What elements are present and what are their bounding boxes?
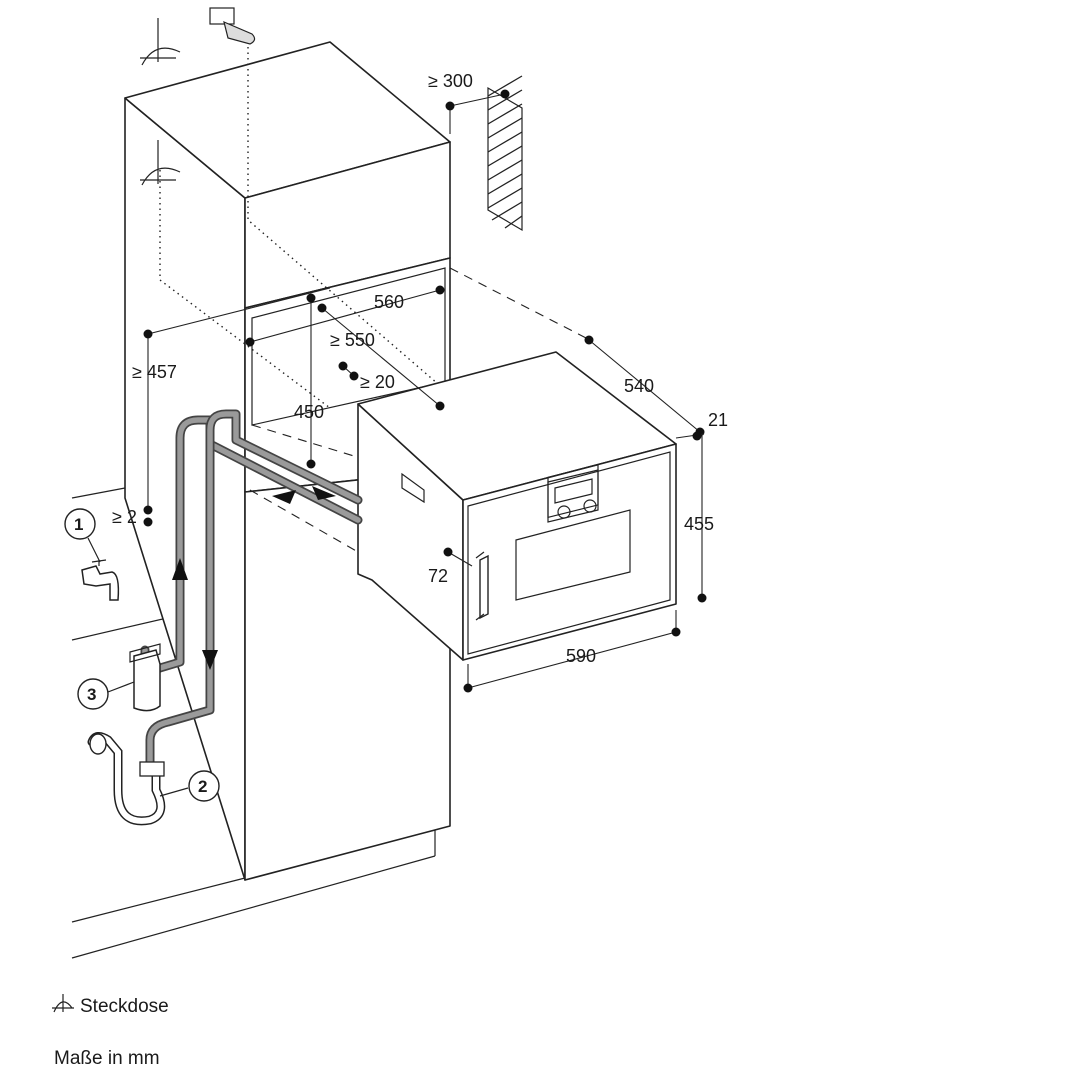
water-tap-icon: [81, 559, 120, 601]
legend-socket-label: Steckdose: [80, 996, 169, 1017]
dim-appliance-depth: 540: [624, 376, 654, 396]
cable-path: [159, 36, 446, 409]
dim-appliance-height: 455: [684, 514, 714, 534]
legend-socket: Steckdose: [52, 994, 169, 1017]
socket-icon: [140, 18, 181, 186]
dim-door-thickness: 21: [708, 410, 728, 430]
callout-number: 3: [87, 685, 96, 704]
units-note: Maße in mm: [54, 1048, 160, 1069]
callout-filter: 3: [77, 678, 135, 710]
dim-niche-height: 450: [294, 402, 324, 422]
flow-right-arrow-icon: [312, 486, 336, 500]
plug-icon: [209, 7, 256, 45]
water-filter-icon: [129, 643, 161, 712]
dim-cabinet-height: ≥ 457: [132, 362, 177, 382]
callout-number: 2: [198, 777, 207, 796]
dim-floor-gap: ≥ 2: [112, 507, 137, 527]
callout-drain: 2: [159, 770, 220, 802]
dim-niche-width: 560: [374, 292, 404, 312]
flow-left-arrow-icon: [272, 490, 296, 504]
wall-hatch-icon: [487, 75, 523, 232]
drain-siphon-icon: [87, 732, 166, 826]
flow-down-arrow-icon: [202, 650, 218, 670]
dim-appliance-width: 590: [566, 646, 596, 666]
flow-up-arrow-icon: [172, 558, 188, 580]
dim-clearance-top: ≥ 300: [428, 71, 473, 91]
socket-icon: [52, 994, 74, 1013]
appliance: [357, 351, 677, 661]
callout-number: 1: [74, 515, 83, 534]
dim-rear-gap: ≥ 20: [360, 372, 395, 392]
callout-water-tap: 1: [64, 508, 101, 563]
dim-handle-offset: 72: [428, 566, 448, 586]
dimension-lines: [143, 89, 707, 693]
dim-niche-depth: ≥ 550: [330, 330, 375, 350]
